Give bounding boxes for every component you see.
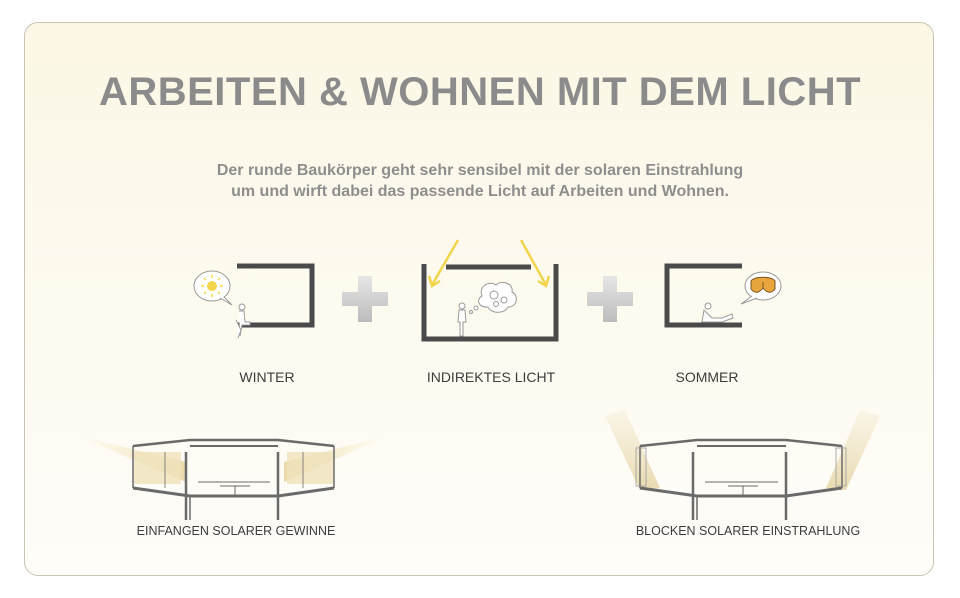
sun-thought-icon [193,270,233,306]
summer-panel [664,263,782,328]
subtitle: Der runde Baukörper geht sehr sensibel m… [0,160,960,202]
summer-frame [664,263,742,328]
label-winter: WINTER [239,369,295,385]
indirect-light-panel [421,239,559,342]
label-block-solar-radiation: BLOCKEN SOLARER EINSTRAHLUNG [635,524,861,538]
indirect-frame-walls [421,264,559,342]
winter-frame [237,263,315,328]
subtitle-line-1: Der runde Baukörper geht sehr sensibel m… [216,162,744,179]
sun-beam-right [826,410,880,490]
plus-icon [587,276,633,322]
label-indirect-light: INDIREKTES LICHT [426,369,556,385]
sun-beam-left [605,410,660,490]
light-arrow-left [427,239,460,288]
gears-thought-icon [469,281,517,314]
section-block-solar-radiation [605,410,880,520]
plus-icon [342,276,388,322]
building-section-left [132,438,335,520]
building-section-right [635,438,847,520]
label-summer: SOMMER [675,369,739,385]
winter-panel [193,263,315,339]
label-capture-solar-gains: EINFANGEN SOLARER GEWINNE [136,524,336,538]
section-capture-solar-gains [78,436,386,520]
person-icon [701,302,734,323]
light-arrow-right [519,239,551,288]
page-title: ARBEITEN & WOHNEN MIT DEM LICHT [98,70,862,114]
person-icon [457,302,467,337]
person-icon [235,303,251,339]
sunglasses-thought-icon [740,271,782,305]
glazing-left [134,452,181,484]
glazing-right [287,452,334,484]
subtitle-line-2: um und wirft dabei das passende Licht au… [231,183,729,200]
